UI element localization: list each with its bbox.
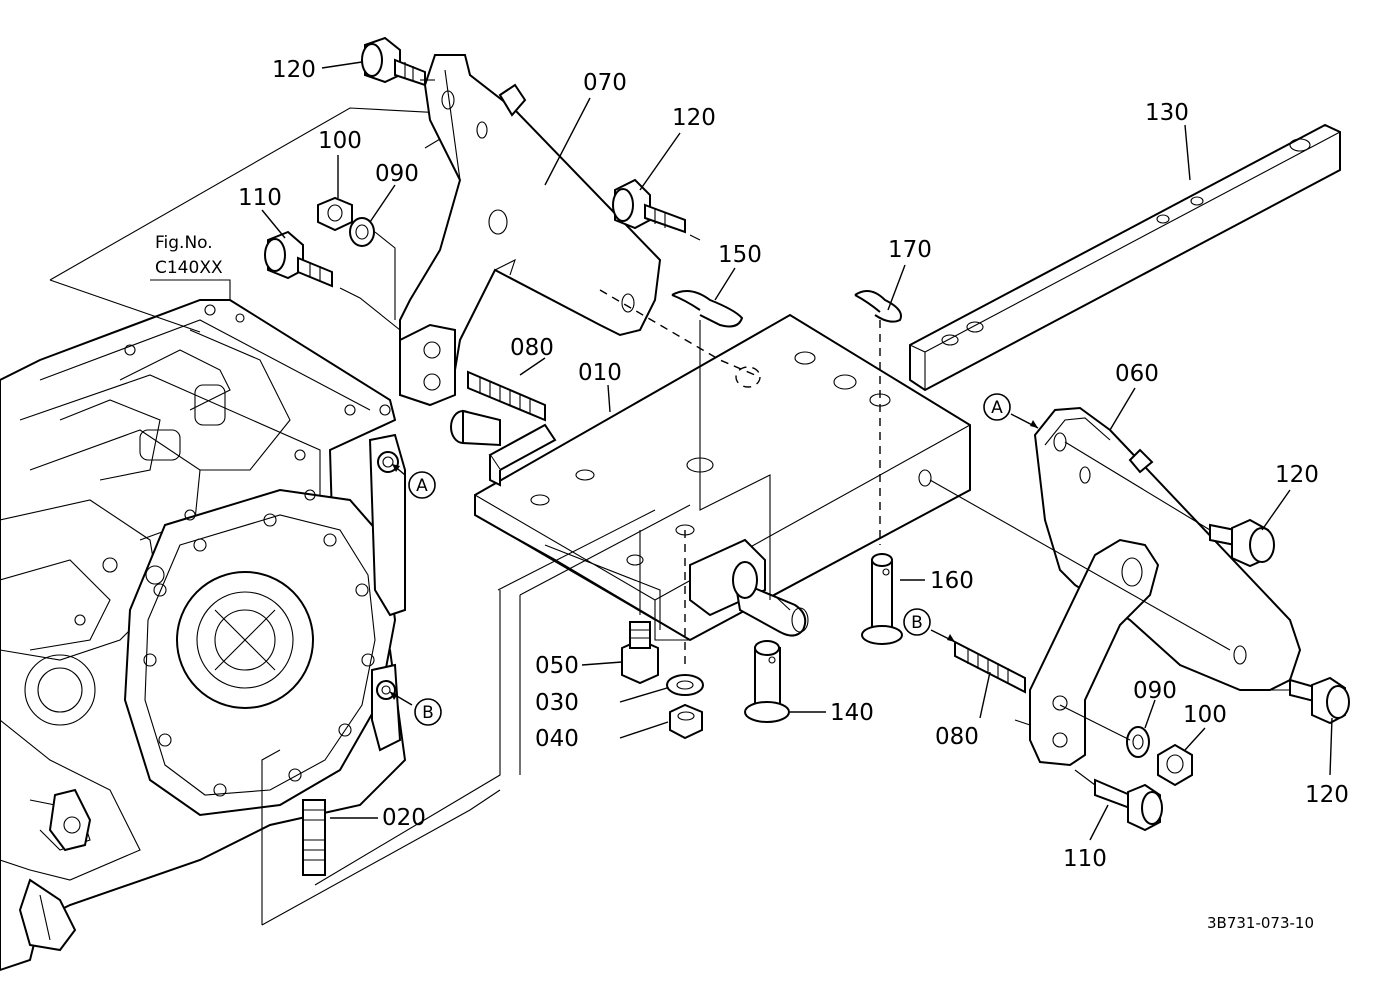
label-160: 160	[930, 568, 974, 594]
figure-ref-line2: C140XX	[155, 258, 223, 278]
label-150: 150	[718, 242, 762, 268]
diagram-id: 3B731-073-10	[1207, 914, 1314, 932]
label-040: 040	[535, 726, 579, 752]
leader-lines	[261, 61, 1333, 841]
nut-040	[669, 703, 703, 740]
stud-080-right	[954, 640, 1026, 694]
ref-label-a-left: A	[416, 476, 428, 496]
ref-mark-a-right: A	[983, 393, 1039, 429]
clip-150	[671, 290, 744, 328]
label-090-left: 090	[375, 161, 419, 187]
callout-labels: 120 100 090 110 070 120 130 150 170 080 …	[238, 57, 1349, 872]
washer-030	[666, 674, 704, 696]
washer-090-right	[1126, 726, 1150, 758]
label-050: 050	[535, 653, 579, 679]
label-010: 010	[578, 360, 622, 386]
stud-080-left	[467, 370, 546, 422]
assembly-lines	[261, 79, 1290, 926]
label-080-right: 080	[935, 724, 979, 750]
ref-label-b-right: B	[911, 613, 923, 633]
ref-label-b-left: B	[422, 703, 434, 723]
bolt-120-right-upper	[1209, 518, 1275, 568]
bolt-110-left	[264, 230, 333, 288]
figure-reference: Fig.No. C140XX	[155, 233, 223, 278]
label-060: 060	[1115, 361, 1159, 387]
pin-140	[744, 640, 790, 723]
figure-ref-line1: Fig.No.	[155, 233, 213, 253]
label-120-right-lower: 120	[1305, 782, 1349, 808]
ref-mark-a-left: A	[391, 463, 436, 499]
label-020: 020	[382, 805, 426, 831]
bolt-110-right	[1094, 778, 1163, 832]
label-110-right: 110	[1063, 846, 1107, 872]
label-130: 130	[1145, 100, 1189, 126]
ref-mark-b-left: B	[389, 691, 442, 726]
bolt-120-right-lower	[1289, 676, 1350, 725]
label-140: 140	[830, 700, 874, 726]
washer-090-left	[349, 217, 375, 247]
label-110-left: 110	[238, 185, 282, 211]
label-120-top-center: 120	[672, 105, 716, 131]
label-090-right: 090	[1133, 678, 1177, 704]
label-100-left: 100	[318, 128, 362, 154]
pin-010-lug	[450, 409, 501, 447]
bracket-010	[474, 313, 971, 642]
label-170: 170	[888, 237, 932, 263]
ref-mark-b-right: B	[903, 608, 956, 643]
nut-100-left	[317, 196, 353, 232]
label-120-right-upper: 120	[1275, 462, 1319, 488]
stud-020	[302, 799, 326, 876]
label-030: 030	[535, 690, 579, 716]
nut-100-right	[1157, 743, 1193, 787]
bolt-050	[621, 621, 659, 685]
bolt-120-top-center	[612, 178, 686, 234]
pin-160	[861, 553, 903, 645]
label-120-top-left: 120	[272, 57, 316, 83]
ref-label-a-right: A	[991, 398, 1003, 418]
bar-130	[909, 123, 1341, 392]
clip-170	[854, 290, 902, 323]
transmission-housing	[0, 299, 407, 972]
label-100-right: 100	[1183, 702, 1227, 728]
bolt-120-top-left	[361, 36, 426, 87]
label-080-left: 080	[510, 335, 554, 361]
bracket-060	[1014, 406, 1302, 767]
label-070: 070	[583, 70, 627, 96]
bracket-070	[399, 54, 662, 407]
